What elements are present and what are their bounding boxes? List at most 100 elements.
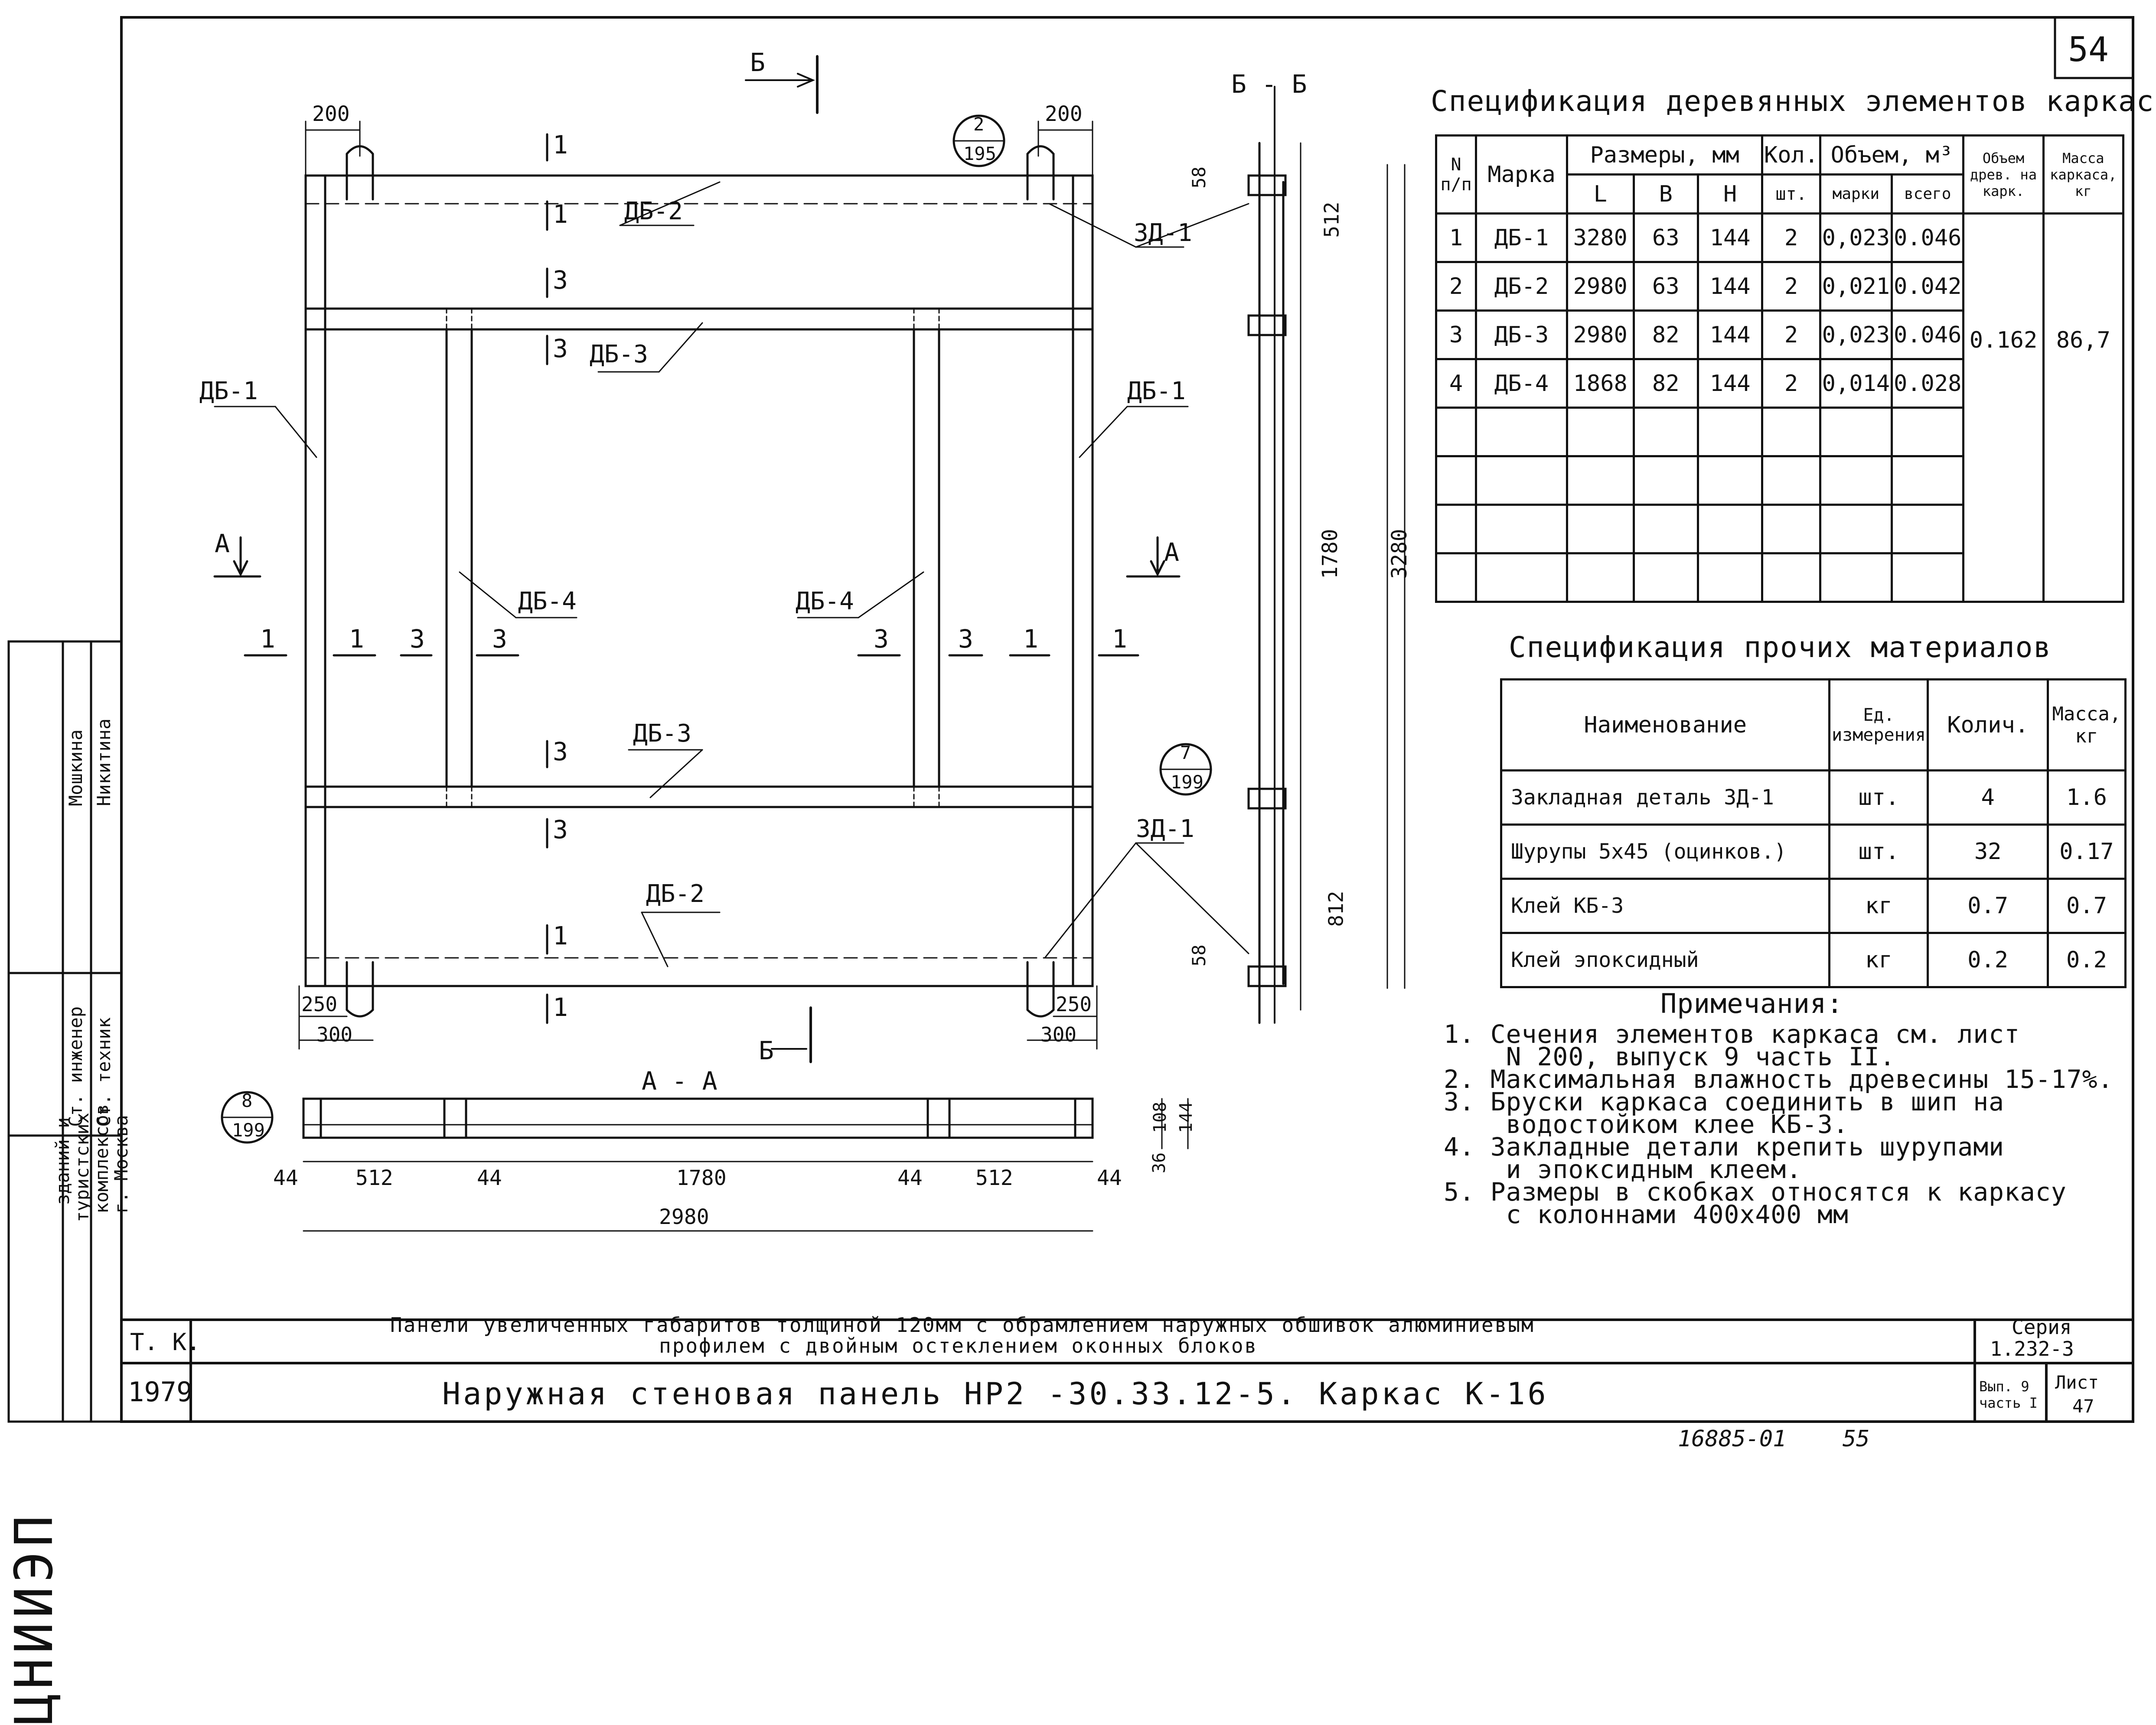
drawing-sheet: 54 Б - Б А - А Б Б А А ДБ-1 ДБ-1 ДБ-2 ДБ… — [4, 16, 2156, 1725]
cut-a-markers — [213, 536, 1181, 578]
tb-series-value: 1.232-3 — [1990, 1337, 2074, 1360]
dim-44-d: 44 — [1097, 1166, 1122, 1190]
dim-200-left: 200 — [312, 102, 350, 126]
dim-44-c: 44 — [897, 1166, 923, 1190]
wood-h-L: L — [1566, 173, 1635, 215]
cell: 0.046 — [1891, 309, 1965, 360]
wood-total-mass: 86,7 — [2042, 212, 2125, 603]
dim-44-a: 44 — [273, 1166, 298, 1190]
dim-108: 108 — [1150, 1101, 1171, 1133]
cell: 3280 — [1566, 212, 1635, 263]
label-db4-right: ДБ-4 — [796, 587, 854, 615]
cell: 144 — [1696, 309, 1764, 360]
wood-h-mark: Марка — [1475, 134, 1568, 215]
wood-h-qtyunit: шт. — [1761, 173, 1821, 215]
sec-1-e: 1 — [260, 624, 275, 654]
dim-3280-v: 3280 — [1387, 529, 1412, 579]
cell: 63 — [1632, 212, 1699, 263]
note-line: и эпоксидным клеем. — [1444, 1155, 1802, 1184]
table-row: Закладная деталь ЗД-1 шт. 4 1.6 — [1500, 769, 2127, 826]
dim-1780-h: 1780 — [676, 1166, 727, 1190]
sheet-number: 54 — [2068, 30, 2109, 69]
section-bb — [1247, 86, 1406, 1024]
wood-spec-title: Спецификация деревянных элементов каркас… — [1431, 85, 2156, 118]
cell: 144 — [1696, 358, 1764, 409]
other-h-mass: Масса, кг — [2046, 678, 2127, 771]
tb-sheet-value: 47 — [2072, 1396, 2094, 1417]
dims-top — [305, 120, 1093, 176]
stamp-org-sub1: зданий и — [52, 1117, 73, 1205]
callout-mid-num: 7 — [1180, 742, 1191, 763]
cell: 0.7 — [2046, 878, 2127, 934]
table-row: Клей КБ-3 кг 0.7 0.7 — [1500, 878, 2127, 934]
cell: 2 — [1435, 261, 1478, 312]
cell: ДБ-4 — [1475, 358, 1568, 409]
cell: 82 — [1632, 309, 1699, 360]
dim-2980: 2980 — [659, 1205, 709, 1229]
note-line: с колоннами 400х400 мм — [1444, 1200, 1849, 1229]
stamp-role2: Ст. техник — [93, 1017, 114, 1127]
callout-top-num: 2 — [973, 114, 985, 135]
cell: 0,021 — [1819, 261, 1893, 312]
cell: Клей КБ-3 — [1500, 878, 1831, 934]
table-row-empty — [1435, 455, 2123, 506]
dim-1780-v: 1780 — [1318, 529, 1342, 579]
cut-a-right-label: А — [1164, 537, 1179, 567]
sec-3-d: 3 — [553, 815, 568, 844]
tb-year: 1979 — [128, 1376, 193, 1408]
cell: 2 — [1761, 261, 1821, 312]
cell: 4 — [1927, 769, 2049, 826]
cell: 0.2 — [2046, 932, 2127, 988]
tb-main-title: Наружная стеновая панель НР2 -30.33.12-5… — [442, 1376, 1549, 1412]
sec-1-a: 1 — [553, 130, 568, 159]
notes-list: 1. Сечения элементов каркаса см. лист N … — [1444, 1022, 2114, 1229]
cell: 1 — [1435, 212, 1478, 263]
wood-h-B: B — [1632, 173, 1699, 215]
wood-h-H: H — [1696, 173, 1764, 215]
cell: 2 — [1761, 212, 1821, 263]
table-row: Клей эпоксидный кг 0.2 0.2 — [1500, 932, 2127, 988]
callout-left-num: 8 — [241, 1090, 253, 1111]
cell: 0.7 — [1927, 878, 2049, 934]
wood-total-vol: 0.162 — [1962, 212, 2045, 603]
left-stamp-lines — [7, 640, 123, 1423]
sec-1-c: 1 — [553, 921, 568, 950]
section-aa-title: А - А — [642, 1066, 718, 1096]
cell: 0.2 — [1927, 932, 2049, 988]
dim-58-top: 58 — [1188, 166, 1210, 189]
sec-3-c: 3 — [553, 737, 568, 766]
cell: 82 — [1632, 358, 1699, 409]
table-row: 3 ДБ-3 2980 82 144 2 0,023 0.046 — [1435, 309, 2123, 360]
callout-mid-sheet: 199 — [1171, 771, 1204, 793]
cell: 2980 — [1566, 261, 1635, 312]
dims-bottom — [298, 985, 1098, 1050]
cell: 144 — [1696, 212, 1764, 263]
note-line: 3. Бруски каркаса соединить в шип на — [1444, 1087, 2005, 1116]
section-bb-title: Б - Б — [1231, 69, 1307, 99]
cell: 0,023 — [1819, 212, 1893, 263]
cell: 2 — [1761, 358, 1821, 409]
label-db1-left: ДБ-1 — [199, 377, 258, 405]
wood-h-mass: Масса каркаса, кг — [2042, 134, 2125, 215]
other-spec-title: Спецификация прочих материалов — [1509, 631, 2052, 664]
frame-elevation — [304, 174, 1094, 987]
notes-title: Примечания: — [1660, 988, 1843, 1019]
callout-left-sheet: 199 — [232, 1120, 265, 1141]
cell: кг — [1828, 932, 1929, 988]
tb-sheet-label: Лист — [2055, 1372, 2099, 1393]
sec-3-b: 3 — [553, 334, 568, 363]
cut-b-top-label: Б — [750, 48, 765, 77]
wood-h-woodvol: Объем древ. на карк. — [1962, 134, 2045, 215]
dim-36: 36 — [1149, 1152, 1170, 1174]
label-db2-top: ДБ-2 — [624, 197, 683, 225]
cell: 0.042 — [1891, 261, 1965, 312]
table-row: 4 ДБ-4 1868 82 144 2 0,014 0.028 — [1435, 358, 2123, 409]
cell: 0.046 — [1891, 212, 1965, 263]
label-db3-bottom: ДБ-3 — [633, 719, 691, 748]
note-line: N 200, выпуск 9 часть II. — [1444, 1042, 1895, 1071]
other-h-unit: Ед. измерения — [1828, 678, 1929, 771]
dim-144: 144 — [1176, 1101, 1197, 1133]
cell: Клей эпоксидный — [1500, 932, 1831, 988]
table-row: 1 ДБ-1 3280 63 144 2 0,023 0.046 0.162 8… — [1435, 212, 2125, 603]
dim-250-right: 250 — [1056, 993, 1092, 1016]
